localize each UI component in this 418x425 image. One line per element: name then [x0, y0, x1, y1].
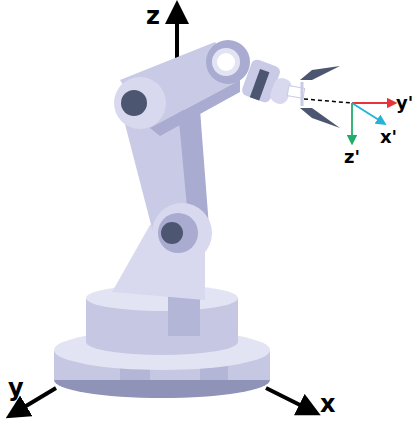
axis-label: y: [8, 376, 24, 400]
robot-base: [54, 285, 270, 398]
gripper: [240, 58, 340, 128]
tool-axis-label: x': [380, 128, 397, 146]
upper-arm: [114, 40, 250, 136]
tool-axis-label: y': [396, 94, 413, 112]
tool-x-axis: [352, 103, 382, 122]
axis-label: z: [146, 4, 160, 28]
tool-dashed-line: [304, 99, 352, 103]
tool-z-axis: [351, 103, 353, 140]
tool-axis-label: z': [344, 148, 360, 166]
tool-y-axis: [352, 102, 392, 104]
axis-label: x: [320, 392, 335, 416]
x-axis: [266, 388, 310, 410]
